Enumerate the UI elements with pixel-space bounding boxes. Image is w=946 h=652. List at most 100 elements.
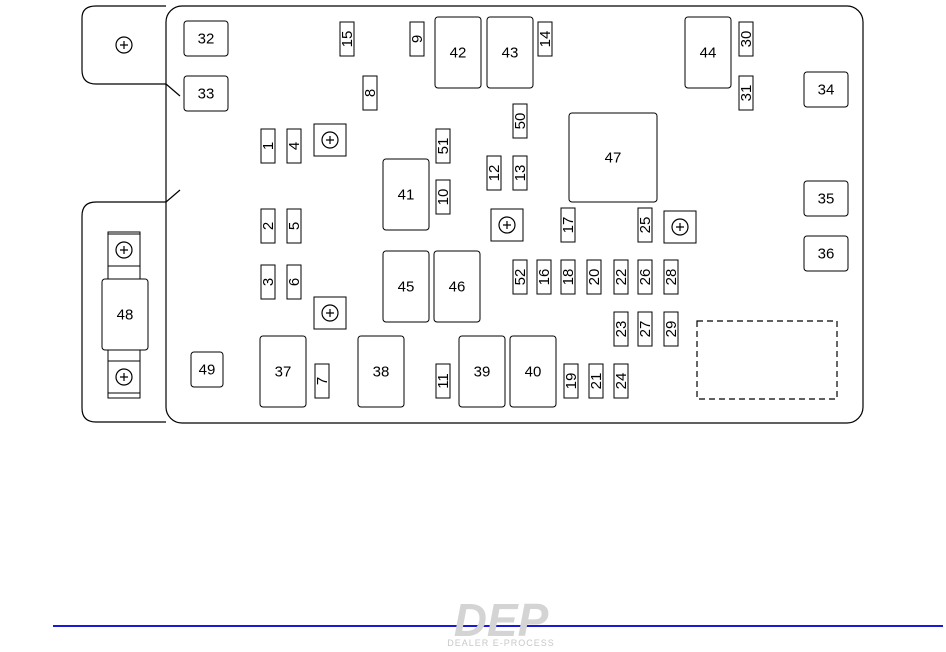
relay-41-outline: [382, 158, 430, 231]
relay-47-outline: [568, 112, 658, 203]
ground-terminal-cross: [326, 309, 334, 317]
fuse-23-label: 23: [613, 321, 630, 338]
relay-39-label: 39: [474, 364, 491, 381]
fuse-24-outline: [613, 363, 629, 399]
ground-terminal-cross: [120, 246, 128, 254]
relay-36-outline: [803, 235, 849, 272]
relay-46-outline: [433, 250, 481, 323]
relay-35-outline: [803, 180, 849, 217]
fuse-27-label: 27: [637, 321, 654, 338]
fuse-7-label: 7: [314, 377, 331, 385]
fuse-50-label: 50: [512, 113, 529, 130]
fuse-8-outline: [362, 75, 378, 111]
fuse-3-label: 3: [260, 278, 277, 286]
relay-47-label: 47: [605, 150, 622, 167]
ground-terminal-icon: [115, 368, 133, 386]
relay-42-outline: [434, 16, 482, 89]
relay-38-outline: [357, 335, 405, 408]
relay-46-label: 46: [449, 279, 466, 296]
fuse-24-label: 24: [613, 373, 630, 390]
fuse-14-outline: [537, 21, 553, 57]
relay-49-outline: [190, 351, 224, 388]
fuse-17-label: 17: [560, 217, 577, 234]
fuse-22-outline: [613, 259, 629, 295]
fuse-14-label: 14: [537, 31, 554, 48]
ground-terminal-cross: [326, 136, 334, 144]
relay-39-outline: [458, 335, 506, 408]
relay-43-outline: [486, 16, 534, 89]
fuse-3-outline: [260, 264, 276, 300]
fuse-28-label: 28: [663, 269, 680, 286]
relay-33-label: 33: [198, 86, 215, 103]
fuse-22-label: 22: [613, 269, 630, 286]
fuse-51-outline: [435, 128, 451, 164]
fuse-30-outline: [738, 21, 754, 57]
relay-48-outline: [101, 278, 149, 351]
fuse-28-outline: [663, 259, 679, 295]
fuse-51-label: 51: [435, 138, 452, 155]
fuse-12-outline: [486, 155, 502, 191]
fuse-8-label: 8: [362, 89, 379, 97]
relay-32-label: 32: [198, 31, 215, 48]
relay-35-label: 35: [818, 191, 835, 208]
fuse-20-outline: [586, 259, 602, 295]
fuse-6-outline: [286, 264, 302, 300]
fuse-26-outline: [637, 259, 653, 295]
fuse-21-label: 21: [588, 373, 605, 390]
fuse-52-label: 52: [512, 269, 529, 286]
relay-40-outline: [509, 335, 557, 408]
relay-48-label: 48: [117, 307, 134, 324]
fuse-31-outline: [738, 75, 754, 111]
fuse-10-outline: [435, 179, 451, 215]
relay-45-label: 45: [398, 279, 415, 296]
fuse-12-label: 12: [486, 165, 503, 182]
fuse-52-outline: [512, 259, 528, 295]
fuse-15-label: 15: [339, 31, 356, 48]
fuse-9-outline: [409, 21, 425, 57]
fuse-6-label: 6: [286, 278, 303, 286]
fuse-50-outline: [512, 103, 528, 139]
ground-terminal-icon: [115, 241, 133, 259]
relay-43-label: 43: [502, 45, 519, 62]
ground-terminal-cross: [120, 41, 128, 49]
relay-36-label: 36: [818, 246, 835, 263]
fuse-2-outline: [260, 208, 276, 244]
relay-44-label: 44: [700, 45, 717, 62]
fuse-13-label: 13: [512, 165, 529, 182]
ground-terminal-icon: [498, 216, 516, 234]
fuse-18-label: 18: [560, 269, 577, 286]
relay-38-label: 38: [373, 364, 390, 381]
fuse-18-outline: [560, 259, 576, 295]
fuse-30-label: 30: [738, 31, 755, 48]
fuse-13-outline: [512, 155, 528, 191]
housing-outline-side-tab: [81, 201, 166, 423]
fuse-29-label: 29: [663, 321, 680, 338]
fuse-20-label: 20: [586, 269, 603, 286]
relay-34-label: 34: [818, 82, 835, 99]
relay-37-label: 37: [275, 364, 292, 381]
fuse-11-label: 11: [435, 373, 452, 389]
fuse-16-label: 16: [536, 269, 553, 286]
fuse-25-label: 25: [637, 217, 654, 234]
fuse-27-outline: [637, 311, 653, 347]
fuse-16-outline: [536, 259, 552, 295]
housing-outline-main: [165, 5, 864, 424]
fuse-7-outline: [314, 363, 330, 399]
ground-terminal-icon: [115, 36, 133, 54]
relay-33-outline: [183, 75, 229, 112]
spare-slot: [696, 320, 838, 400]
fuse-10-label: 10: [435, 189, 452, 206]
ground-terminal-icon: [321, 131, 339, 149]
relay-49-label: 49: [199, 362, 216, 379]
fuse-4-label: 4: [286, 142, 303, 150]
relay-32-outline: [183, 20, 229, 57]
fuse-4-outline: [286, 128, 302, 164]
footer-rule: [53, 625, 943, 627]
relay-34-outline: [803, 71, 849, 108]
fuse-5-outline: [286, 208, 302, 244]
fuse-23-outline: [613, 311, 629, 347]
fuse-1-outline: [260, 128, 276, 164]
fuse-29-outline: [663, 311, 679, 347]
fuse-5-label: 5: [286, 222, 303, 230]
